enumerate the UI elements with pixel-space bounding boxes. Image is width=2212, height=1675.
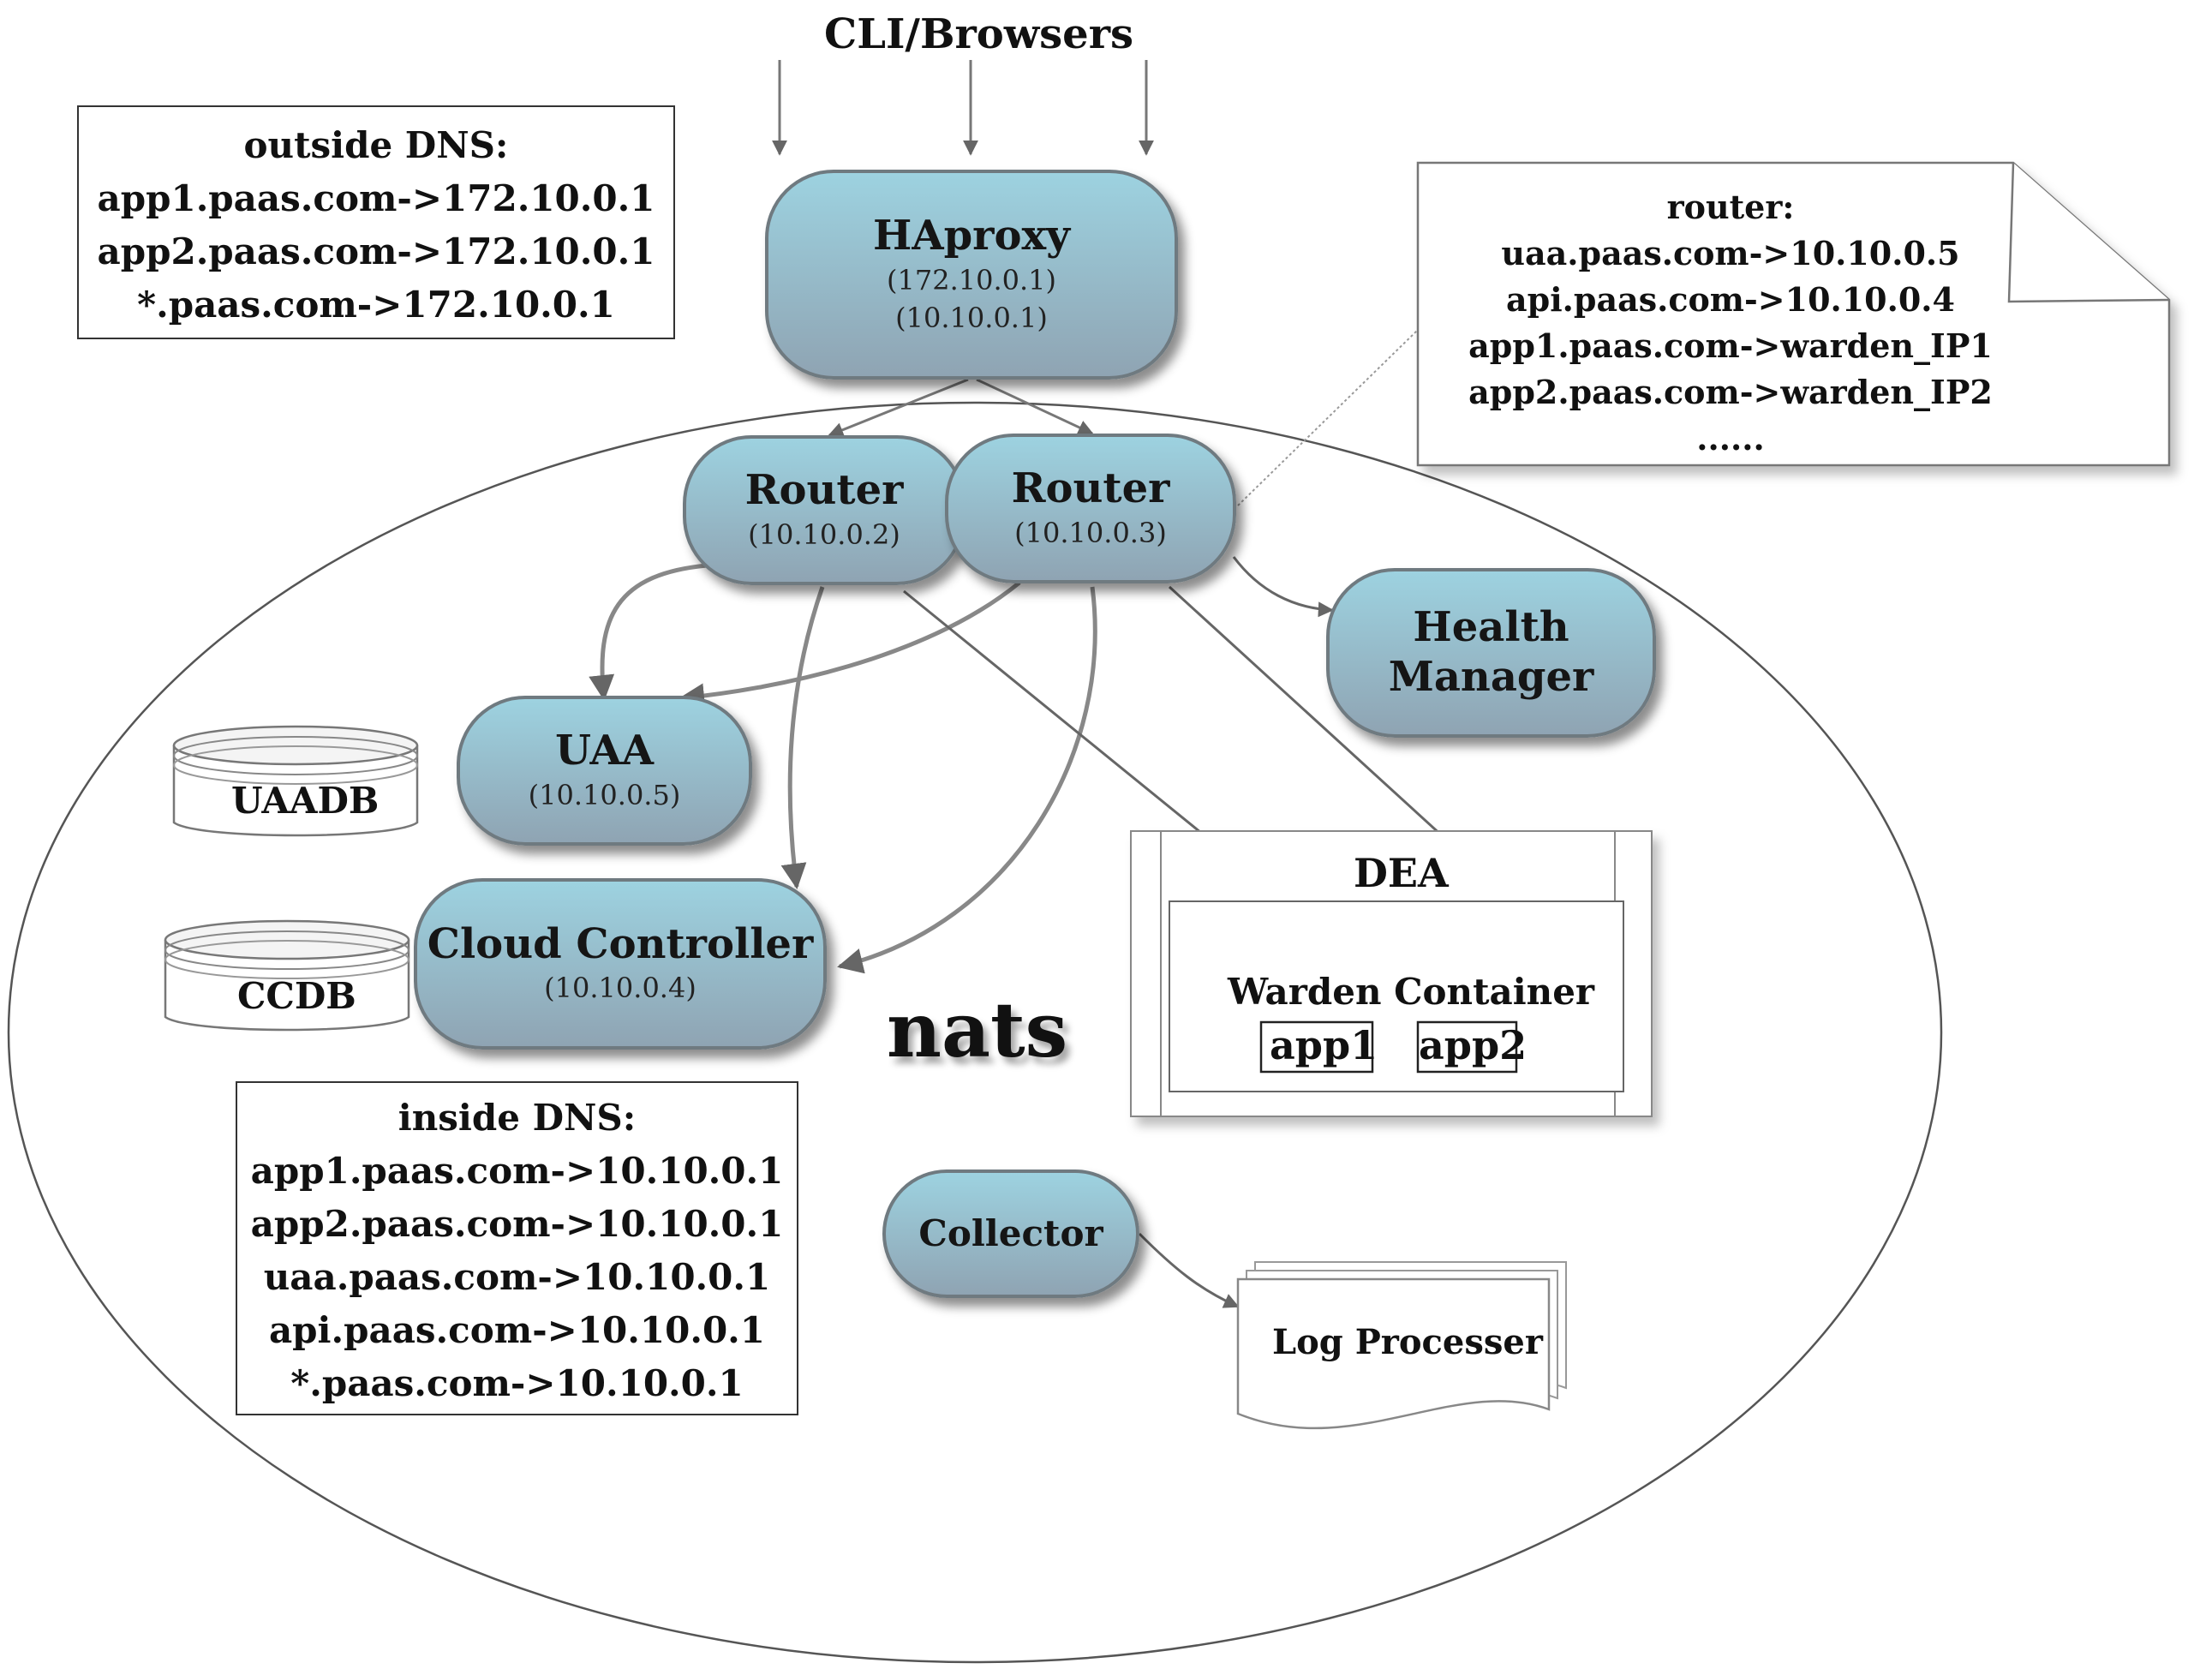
uaa-ip: (10.10.0.5) xyxy=(528,778,681,811)
health-manager-name-line1: Health xyxy=(1413,603,1569,652)
cloud-controller-ip: (10.10.0.4) xyxy=(544,972,696,1005)
router-note-entry: api.paas.com->10.10.0.4 xyxy=(1506,280,1955,319)
router-note-shape xyxy=(1416,161,2171,467)
outside-dns-title: outside DNS: xyxy=(243,124,509,166)
warden-container-label: Warden Container xyxy=(1228,971,1595,1013)
log-processer-icon xyxy=(1236,1261,1567,1430)
router-2-ip: (10.10.0.3) xyxy=(1014,516,1167,549)
outside-dns-entry: *.paas.com->172.10.0.1 xyxy=(137,284,615,326)
router-2-name: Router xyxy=(1011,464,1170,513)
router-1-ip: (10.10.0.2) xyxy=(748,517,900,551)
edge-router2-uaa xyxy=(679,581,1021,709)
router-note-entry: uaa.paas.com->10.10.0.5 xyxy=(1501,234,1960,272)
uaadb-label: UAADB xyxy=(231,780,380,822)
cloud-controller-name: Cloud Controller xyxy=(427,919,814,968)
edge-haproxy-router2 xyxy=(976,378,1094,435)
edge-router2-cc xyxy=(837,586,1097,974)
router-1-name: Router xyxy=(744,466,904,515)
inside-dns-box: inside DNS: app1.paas.com->10.10.0.1 app… xyxy=(236,1081,798,1415)
edge-router1-cc xyxy=(780,586,825,889)
inside-dns-entry: uaa.paas.com->10.10.0.1 xyxy=(263,1256,771,1298)
uaa-name: UAA xyxy=(555,727,654,775)
dea-title: DEA xyxy=(1354,850,1449,896)
app1-label: app1 xyxy=(1270,1022,1378,1068)
note-connector xyxy=(1237,329,1419,506)
health-manager-name-line2: Manager xyxy=(1388,653,1594,701)
clients-label: CLI/Browsers xyxy=(824,10,1134,58)
haproxy-name: HAproxy xyxy=(873,211,1070,260)
haproxy-ip-internal: (10.10.0.1) xyxy=(895,302,1048,335)
edge-router2-hm xyxy=(1232,556,1334,618)
edge-collector-log xyxy=(1138,1232,1240,1308)
router-note: router: uaa.paas.com->10.10.0.5 api.paas… xyxy=(1431,184,2030,462)
haproxy-node[interactable]: HAproxy (172.10.0.1) (10.10.0.1) xyxy=(765,170,1178,380)
ccdb-label: CCDB xyxy=(237,975,356,1017)
inside-dns-entry: app2.paas.com->10.10.0.1 xyxy=(250,1203,784,1245)
inside-dns-title: inside DNS: xyxy=(398,1097,637,1139)
app2-label: app2 xyxy=(1419,1022,1527,1068)
log-processer-label: Log Processer xyxy=(1272,1322,1543,1362)
outside-dns-entry: app1.paas.com->172.10.0.1 xyxy=(97,177,655,219)
router-note-entry: ...... xyxy=(1696,419,1765,458)
ccdb-icon xyxy=(164,919,410,1032)
outside-dns-entry: app2.paas.com->172.10.0.1 xyxy=(97,230,655,272)
nats-label: nats xyxy=(887,985,1068,1074)
haproxy-ip-public: (172.10.0.1) xyxy=(887,263,1056,296)
collector-name: Collector xyxy=(918,1211,1103,1254)
inside-dns-entry: api.paas.com->10.10.0.1 xyxy=(268,1309,766,1351)
cloud-controller-node[interactable]: Cloud Controller (10.10.0.4) xyxy=(414,878,827,1050)
edge-router1-uaa xyxy=(589,563,708,701)
outside-dns-box: outside DNS: app1.paas.com->172.10.0.1 a… xyxy=(77,105,675,339)
router-node-2[interactable]: Router (10.10.0.3) xyxy=(945,434,1236,583)
edge-haproxy-router1 xyxy=(828,378,969,438)
router-note-entry: app2.paas.com->warden_IP2 xyxy=(1468,373,1993,411)
uaadb-icon xyxy=(172,725,419,837)
dea-box xyxy=(1130,830,1653,1117)
nats-ellipse xyxy=(7,401,1943,1664)
router-note-entry: app1.paas.com->warden_IP1 xyxy=(1468,326,1993,365)
collector-node[interactable]: Collector xyxy=(882,1170,1139,1298)
inside-dns-entry: app1.paas.com->10.10.0.1 xyxy=(250,1150,784,1192)
router-note-title: router: xyxy=(1666,188,1795,226)
health-manager-node[interactable]: Health Manager xyxy=(1326,568,1656,738)
inside-dns-entry: *.paas.com->10.10.0.1 xyxy=(290,1362,744,1404)
uaa-node[interactable]: UAA (10.10.0.5) xyxy=(457,696,752,846)
router-node-1[interactable]: Router (10.10.0.2) xyxy=(683,435,966,585)
